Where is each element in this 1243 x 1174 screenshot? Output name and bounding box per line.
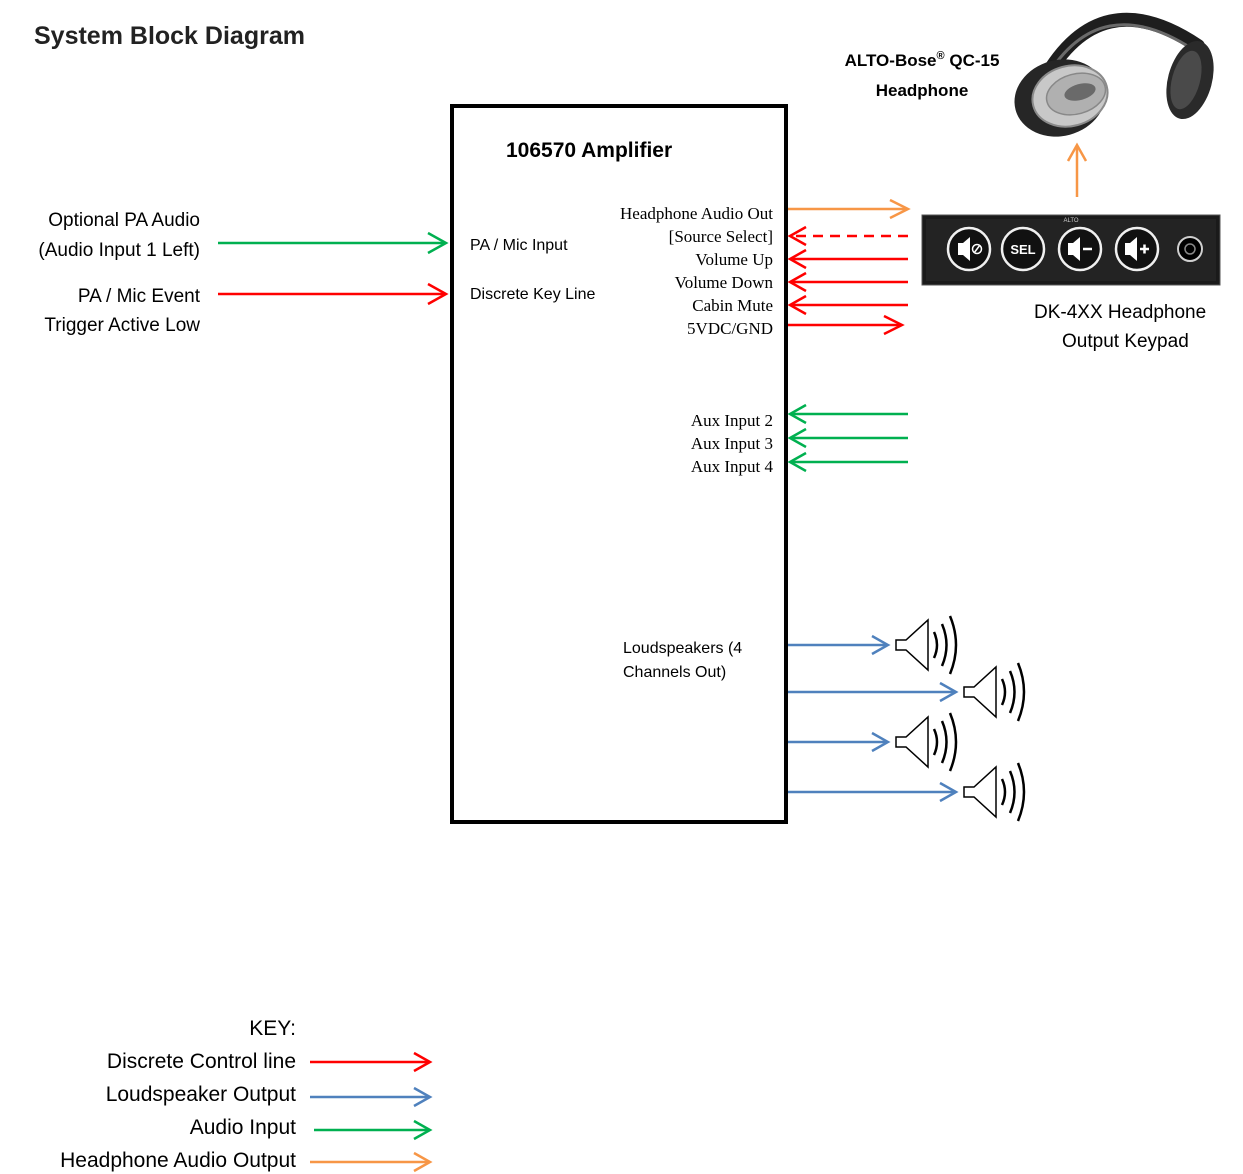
- loudspeakers-label-line2: Channels Out): [623, 664, 726, 681]
- amplifier-block: [450, 104, 788, 824]
- key-label-speaker: Loudspeaker Output: [106, 1083, 296, 1106]
- key-label-audio: Audio Input: [190, 1116, 296, 1139]
- headphone-label-line1: ALTO-Bose® QC-15: [845, 50, 1000, 70]
- pa-mic-input-label: PA / Mic Input: [470, 237, 568, 254]
- audio-input-1-left-label: (Audio Input 1 Left): [38, 240, 200, 261]
- volume-down-label: Volume Down: [675, 273, 774, 292]
- speaker-3-arrow: [788, 731, 891, 753]
- aux-input-4-arrow: [787, 451, 908, 473]
- volume-down-icon: [1057, 226, 1103, 272]
- loudspeaker-icon: [962, 761, 1026, 823]
- speaker-mute-icon: [946, 226, 992, 272]
- select-button: SEL: [1000, 226, 1046, 272]
- 5vdc-gnd-label: 5VDC/GND: [687, 319, 773, 338]
- source-select-label: [Source Select]: [669, 227, 773, 246]
- trigger-active-low-label: Trigger Active Low: [44, 315, 200, 336]
- headphone-jack-icon: [1177, 236, 1203, 262]
- volume-up-label: Volume Up: [695, 250, 773, 269]
- loudspeaker-icon: [894, 711, 958, 773]
- discrete-key-line-label: Discrete Key Line: [470, 286, 595, 303]
- headphone-out-arrow: [788, 198, 911, 220]
- speaker-4-arrow: [788, 781, 959, 803]
- key-arrow-headphone: [310, 1151, 433, 1173]
- keypad-label-line1: DK-4XX Headphone: [1034, 302, 1206, 323]
- aux-input-2-label: Aux Input 2: [691, 411, 773, 430]
- cabin-mute-label: Cabin Mute: [692, 296, 773, 315]
- aux-input-2-arrow: [787, 403, 908, 425]
- volume-down-arrow: [787, 271, 908, 293]
- aux-input-3-label: Aux Input 3: [691, 434, 773, 453]
- speaker-2-arrow: [788, 681, 959, 703]
- loudspeakers-label-line1: Loudspeakers (4: [623, 640, 742, 657]
- keypad-label-line2: Output Keypad: [1062, 331, 1189, 352]
- headphone-label-line2: Headphone: [876, 81, 969, 100]
- diagram-title: System Block Diagram: [34, 22, 305, 50]
- loudspeaker-icon: [962, 661, 1026, 723]
- aux-input-3-arrow: [787, 427, 908, 449]
- key-arrow-audio: [314, 1119, 433, 1141]
- key-arrow-speaker: [310, 1086, 433, 1108]
- pa-mic-event-label: PA / Mic Event: [78, 286, 201, 307]
- key-arrow-control: [310, 1051, 433, 1073]
- keypad-to-headphone-arrow: [1066, 142, 1088, 197]
- loudspeaker-icon: [894, 614, 958, 676]
- headphone-audio-out-label: Headphone Audio Out: [620, 204, 773, 223]
- aux-input-4-label: Aux Input 4: [691, 457, 774, 476]
- cabin-mute-arrow: [787, 294, 908, 316]
- amplifier-title: 106570 Amplifier: [506, 139, 672, 162]
- source-select-arrow: [787, 225, 908, 247]
- optional-pa-audio-label: Optional PA Audio: [48, 210, 200, 231]
- keypad-logo: ALTO: [1063, 218, 1078, 224]
- key-label-control: Discrete Control line: [107, 1050, 296, 1073]
- key-heading: KEY:: [249, 1017, 296, 1040]
- keypad-device: ALTO SEL: [921, 214, 1221, 286]
- pa-event-arrow: [218, 282, 449, 306]
- pa-audio-arrow: [218, 231, 449, 255]
- select-icon: SEL: [1010, 242, 1035, 257]
- speaker-1-arrow: [788, 634, 891, 656]
- volume-up-icon: [1114, 226, 1160, 272]
- headphone-icon: [1014, 12, 1214, 137]
- 5vdc-gnd-arrow: [788, 314, 905, 336]
- volume-up-arrow: [787, 248, 908, 270]
- key-label-headphone: Headphone Audio Output: [60, 1149, 296, 1172]
